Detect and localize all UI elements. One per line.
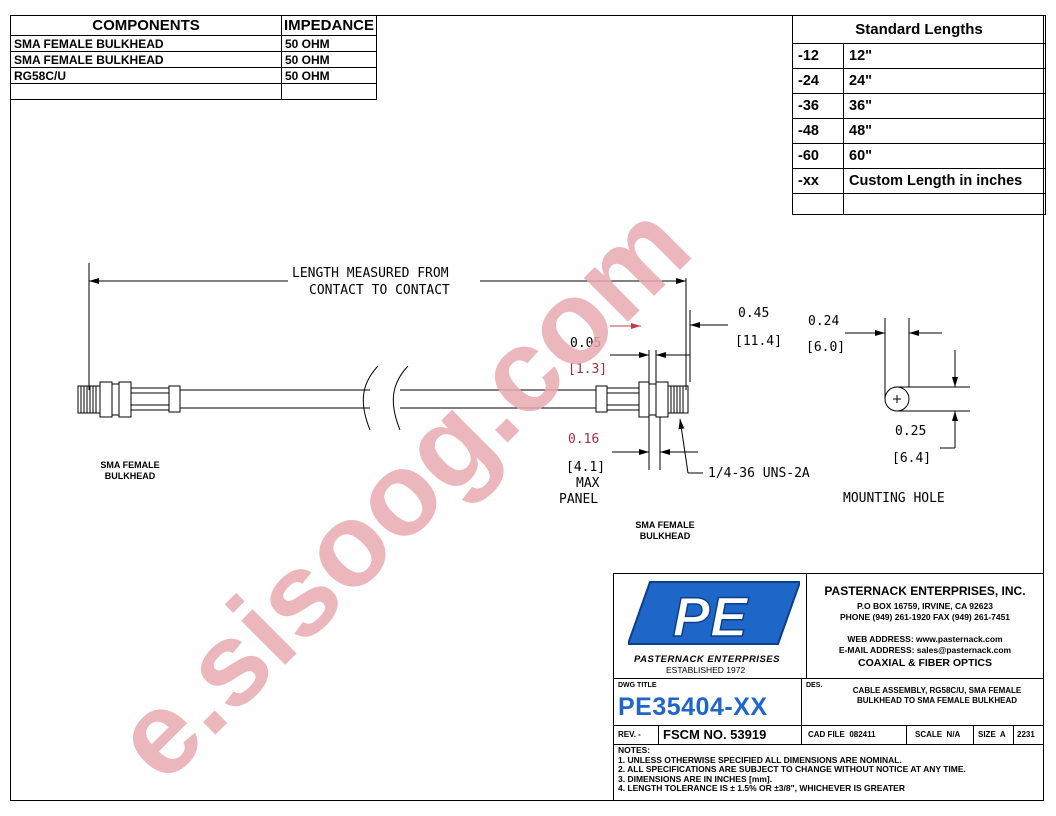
logo-letters: PE (673, 585, 749, 648)
dwg-title-label: DWG TITLE (618, 682, 657, 689)
length-label-line1: LENGTH MEASURED FROM (292, 266, 449, 281)
drawing-frame (10, 15, 1044, 801)
address-line1: P.O BOX 16759, IRVINE, CA 92623 (857, 601, 993, 611)
dim-64: [6.4] (892, 451, 932, 466)
length-code: -60 (792, 143, 844, 169)
part-number: PE35404-XX (618, 693, 768, 721)
email-address: E-MAIL ADDRESS: sales@pasternack.com (838, 645, 1012, 655)
mounting-hole (845, 318, 970, 449)
max-label: MAX (576, 476, 600, 491)
right-connector (595, 381, 689, 418)
length-label-line2: CONTACT TO CONTACT (309, 283, 450, 298)
break-mark (392, 365, 409, 431)
break-mark (362, 365, 379, 431)
label-line: BULKHEAD (104, 471, 156, 481)
length-value: 60" (843, 143, 1046, 169)
title-block (613, 573, 1044, 801)
label-line: BULKHEAD (639, 531, 691, 541)
logo-name: PASTERNACK ENTERPRISES (634, 654, 780, 665)
table-row: SMA FEMALE BULKHEAD 50 OHM (10, 51, 378, 68)
standard-lengths-title: Standard Lengths (792, 15, 1046, 44)
note-item: 1. UNLESS OTHERWISE SPECIFIED ALL DIMENS… (618, 754, 902, 765)
length-code: -12 (792, 43, 844, 69)
notes: NOTES: 1. UNLESS OTHERWISE SPECIFIED ALL… (618, 745, 966, 794)
length-code: -36 (792, 93, 844, 119)
component-cell: SMA FEMALE BULKHEAD (10, 51, 282, 68)
established-text: ESTABLISHED 1972 (666, 665, 746, 675)
dim-60: [6.0] (806, 340, 846, 355)
length-value: Custom Length in inches (843, 168, 1046, 194)
scale: SCALE N/A (915, 730, 961, 739)
note-item: 3. DIMENSIONS ARE IN INCHES [mm]. (618, 773, 773, 784)
table-row: SMA FEMALE BULKHEAD 50 OHM (10, 35, 378, 52)
left-connector-label: SMA FEMALE BULKHEAD (70, 460, 190, 482)
impedance-header: IMPEDANCE (280, 15, 378, 36)
length-value: 36" (843, 93, 1046, 119)
length-value (843, 193, 1046, 215)
dim-024: 0.24 (808, 314, 840, 329)
dim-025: 0.25 (895, 424, 927, 439)
description-line: BULKHEAD TO SMA FEMALE BULKHEAD (857, 696, 1017, 705)
fscm-number: FSCM NO. 53919 (663, 727, 767, 742)
dim-13: [1.3] (568, 362, 608, 377)
cad-file: CAD FILE 082411 (808, 730, 876, 739)
label-line: SMA FEMALE (100, 460, 160, 470)
tagline: COAXIAL & FIBER OPTICS (858, 657, 992, 669)
note-item: 4. LENGTH TOLERANCE IS ± 1.5% OR ±3/8", … (618, 783, 905, 793)
thread-label: 1/4-36 UNS-2A (708, 466, 810, 481)
length-code: -xx (792, 168, 844, 194)
description-line: CABLE ASSEMBLY, RG58C/U, SMA FEMALE (852, 686, 1022, 695)
right-connector-label: SMA FEMALE BULKHEAD (605, 520, 725, 542)
impedance-cell (280, 83, 378, 100)
description: CABLE ASSEMBLY, RG58C/U, SMA FEMALE BULK… (830, 686, 1044, 706)
web-address: WEB ADDRESS: www.pasternack.com (847, 634, 1003, 644)
components-table: COMPONENTS IMPEDANCE SMA FEMALE BULKHEAD… (10, 15, 378, 100)
impedance-cell: 50 OHM (280, 51, 378, 68)
notes-title: NOTES: (618, 745, 651, 755)
length-code: -24 (792, 68, 844, 94)
table-row (10, 83, 378, 100)
mounting-hole-label: MOUNTING HOLE (843, 491, 945, 506)
address-line2: PHONE (949) 261-1920 FAX (949) 261-7451 (839, 612, 1011, 622)
left-connector (77, 381, 181, 418)
sheet-number: 2231 (1017, 730, 1035, 739)
des-label: DES. (806, 682, 823, 689)
dim-016: 0.16 (568, 432, 600, 447)
rev-label: REV. - (618, 730, 641, 739)
company-name: PASTERNACK ENTERPRISES, INC. (824, 584, 1026, 598)
table-row (792, 193, 1046, 215)
length-value: 24" (843, 68, 1046, 94)
dim-005: 0.05 (570, 336, 602, 351)
dim-114: [11.4] (735, 334, 782, 349)
pe-logo: PE (628, 581, 800, 649)
size: SIZE A (978, 730, 1006, 739)
note-item: 2. ALL SPECIFICATIONS ARE SUBJECT TO CHA… (618, 764, 966, 774)
panel-label: PANEL (559, 492, 599, 507)
dim-41: [4.1] (566, 460, 606, 475)
dim-045: 0.45 (738, 306, 770, 321)
leader-line (678, 418, 689, 474)
label-line: SMA FEMALE (635, 520, 695, 530)
